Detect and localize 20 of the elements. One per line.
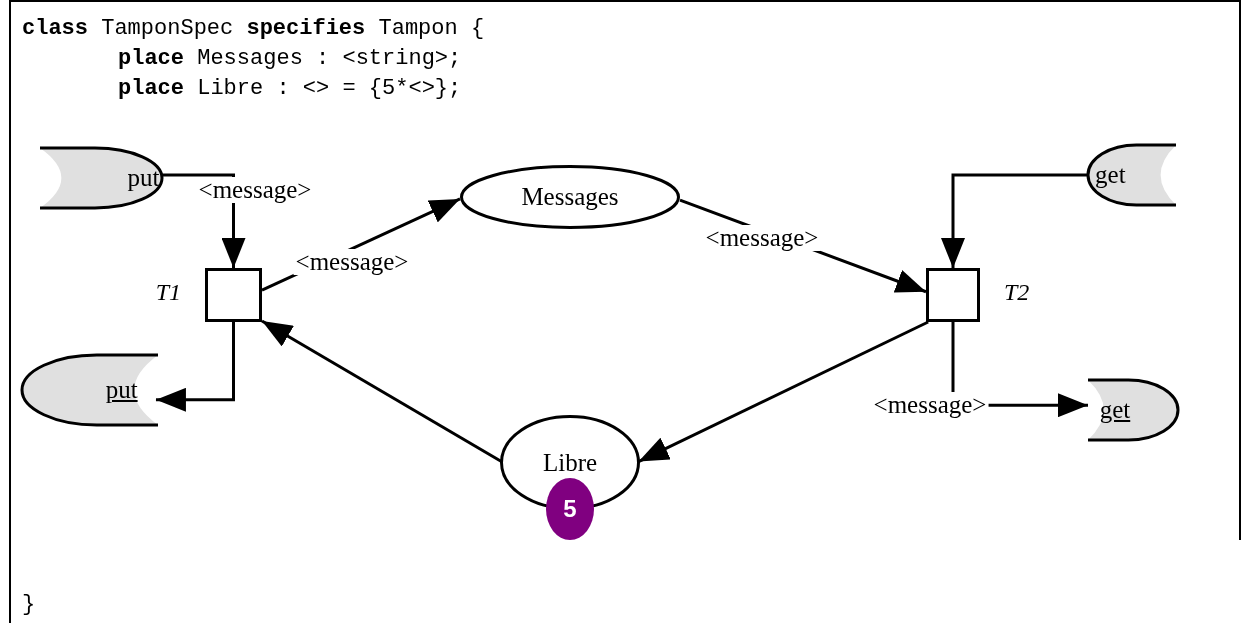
arrow: [155, 322, 235, 412]
edge-label: <message>: [196, 177, 314, 203]
transition-name: T2: [1004, 279, 1030, 306]
place-declaration: place Messages : <string>;: [118, 46, 462, 72]
edge-label: <message>: [871, 392, 989, 418]
place-name: Messages: [520, 183, 620, 211]
transition-name: T1: [155, 279, 181, 306]
edge-label: <message>: [293, 249, 411, 275]
closing-brace: }: [22, 592, 36, 618]
place-name: Libre: [541, 448, 599, 477]
edge-label: <message>: [703, 225, 821, 251]
place-declaration: place Libre : <> = {5*<>};: [118, 76, 462, 102]
token-count: 5: [562, 495, 578, 523]
port-label: get: [1095, 161, 1126, 189]
class-header: class TamponSpec specifies Tampon {: [22, 16, 485, 42]
port-label: put: [127, 164, 160, 192]
port-label: put: [105, 376, 138, 404]
port-label: get: [1099, 396, 1131, 424]
arrow: [941, 173, 1088, 268]
arrow: [261, 319, 503, 463]
